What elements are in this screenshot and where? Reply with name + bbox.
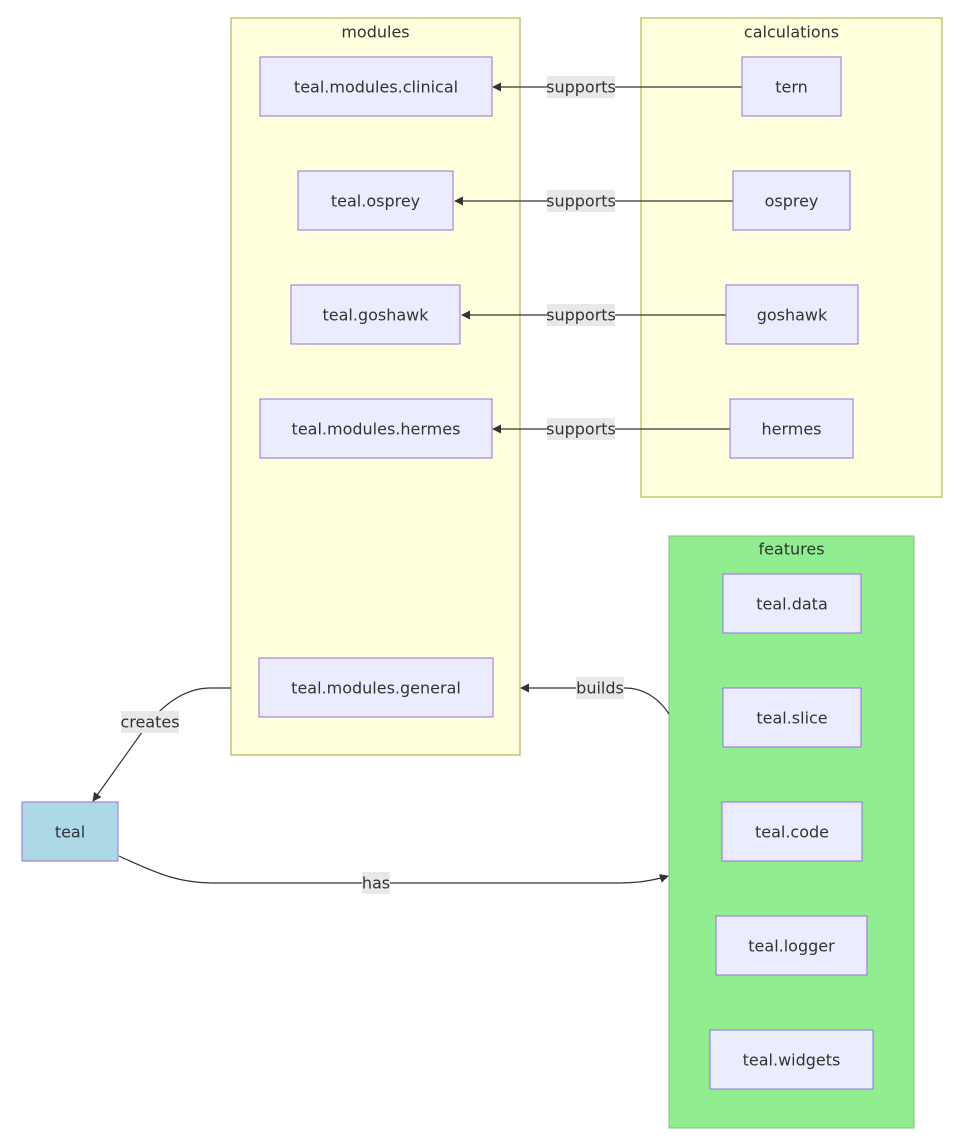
edge-label-supports-4: supports xyxy=(546,418,616,440)
edge-label-builds: builds xyxy=(576,677,624,699)
edge-label-supports-3: supports xyxy=(546,304,616,326)
svg-text:teal: teal xyxy=(55,823,85,842)
edge-label-has: has xyxy=(362,872,390,894)
edge-label-creates: creates xyxy=(120,711,180,733)
edge-has xyxy=(118,855,669,884)
node-goshawk[interactable]: goshawk xyxy=(725,284,859,345)
cluster-features: features xyxy=(668,535,915,1129)
svg-text:supports: supports xyxy=(546,420,616,439)
node-teal-osprey[interactable]: teal.osprey xyxy=(297,170,454,231)
cluster-modules: modules xyxy=(230,17,521,756)
node-teal[interactable]: teal xyxy=(21,801,119,862)
edge-label-supports-2: supports xyxy=(546,190,616,212)
svg-text:teal.data: teal.data xyxy=(756,595,828,614)
svg-text:supports: supports xyxy=(546,78,616,97)
svg-text:teal.logger: teal.logger xyxy=(748,937,835,956)
node-teal-widgets[interactable]: teal.widgets xyxy=(709,1029,874,1090)
node-teal-data[interactable]: teal.data xyxy=(722,573,862,634)
svg-text:supports: supports xyxy=(546,192,616,211)
svg-text:builds: builds xyxy=(576,679,624,698)
svg-text:hermes: hermes xyxy=(761,420,821,439)
svg-text:teal.osprey: teal.osprey xyxy=(331,192,420,211)
node-teal-logger[interactable]: teal.logger xyxy=(715,915,868,976)
cluster-calculations-label: calculations xyxy=(744,23,839,42)
svg-text:teal.goshawk: teal.goshawk xyxy=(322,306,429,325)
svg-text:teal.modules.hermes: teal.modules.hermes xyxy=(292,420,461,439)
svg-text:teal.code: teal.code xyxy=(755,823,829,842)
edge-creates xyxy=(92,687,231,802)
svg-text:teal.slice: teal.slice xyxy=(756,709,827,728)
node-teal-modules-general[interactable]: teal.modules.general xyxy=(258,657,494,718)
node-teal-slice[interactable]: teal.slice xyxy=(722,687,862,748)
svg-text:teal.modules.general: teal.modules.general xyxy=(291,679,461,698)
node-teal-modules-clinical[interactable]: teal.modules.clinical xyxy=(259,56,493,117)
svg-text:has: has xyxy=(362,874,390,893)
node-osprey[interactable]: osprey xyxy=(732,170,851,231)
svg-text:creates: creates xyxy=(120,713,179,732)
svg-text:supports: supports xyxy=(546,306,616,325)
svg-text:tern: tern xyxy=(775,78,808,97)
node-teal-goshawk[interactable]: teal.goshawk xyxy=(290,284,461,345)
node-tern[interactable]: tern xyxy=(741,56,842,117)
cluster-features-label: features xyxy=(758,540,824,559)
svg-text:goshawk: goshawk xyxy=(757,306,828,325)
node-hermes[interactable]: hermes xyxy=(729,398,854,459)
edge-label-supports-1: supports xyxy=(546,76,616,98)
svg-text:teal.modules.clinical: teal.modules.clinical xyxy=(294,78,458,97)
svg-text:osprey: osprey xyxy=(765,192,819,211)
node-teal-modules-hermes[interactable]: teal.modules.hermes xyxy=(259,398,493,459)
svg-text:teal.widgets: teal.widgets xyxy=(743,1051,841,1070)
node-teal-code[interactable]: teal.code xyxy=(721,801,863,862)
edge-builds xyxy=(520,683,670,715)
cluster-modules-label: modules xyxy=(341,23,409,42)
